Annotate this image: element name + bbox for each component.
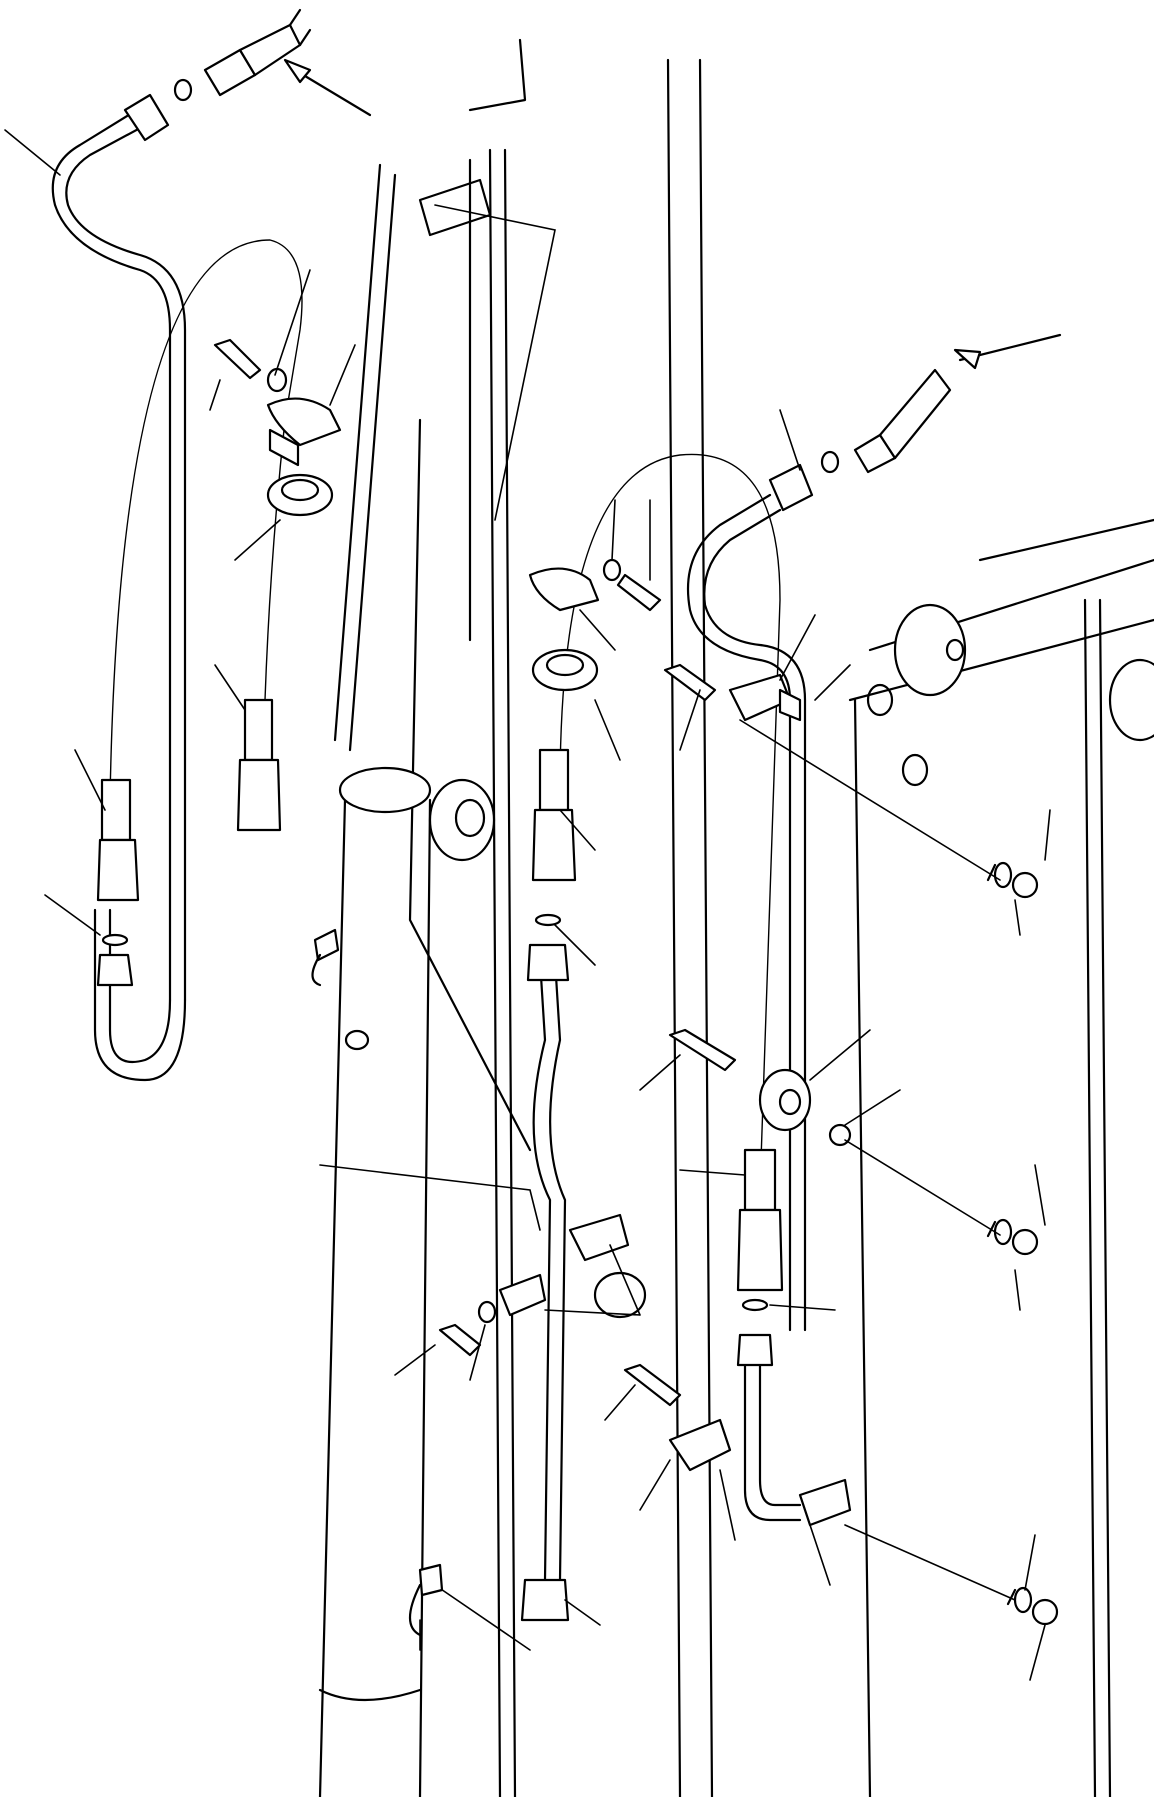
tube-nut-bottom-left — [96, 953, 134, 987]
o-ring-right — [741, 1298, 769, 1312]
clamp-right-3 — [668, 1418, 732, 1472]
plate-right — [798, 1478, 852, 1527]
clamp-center-1 — [528, 567, 600, 612]
tube-upper-left — [51, 8, 372, 1082]
tube-nut-top-right — [768, 463, 814, 512]
o-ring-top-right — [820, 450, 840, 474]
o-ring-top-left — [173, 78, 193, 102]
hose-left — [96, 239, 303, 902]
bolt-right-1 — [663, 663, 717, 702]
o-ring-left — [101, 933, 129, 947]
bolt-center-2 — [438, 1323, 482, 1357]
nut-set-3 — [1031, 1598, 1059, 1626]
nut-set-1 — [1011, 871, 1039, 899]
hose-right — [736, 1148, 784, 1292]
washer-center-2 — [477, 1300, 497, 1324]
washer-set-1 — [993, 861, 1013, 889]
hose-fitting-left-2 — [236, 758, 282, 832]
clamp-set-left — [213, 338, 342, 517]
cylinder-pin-boss — [338, 766, 432, 814]
o-ring-center — [534, 913, 562, 927]
nut-set-2 — [1011, 1228, 1039, 1256]
bolt-center-1 — [616, 573, 662, 612]
clamp-center-2 — [498, 1273, 547, 1317]
clamp-sets-right — [438, 663, 852, 1527]
tube-nut-center-bottom — [520, 1578, 570, 1622]
bolt-right-3 — [623, 1363, 682, 1407]
hose-fitting-right — [736, 1208, 784, 1292]
tube-nut-bottom-right — [736, 1333, 774, 1367]
tube-center — [520, 913, 570, 1622]
tube-nut-center-top — [526, 943, 570, 982]
nut-washer-sets — [986, 861, 1059, 1626]
hose-fitting-left — [96, 838, 140, 902]
arrow-head-top-left — [283, 58, 312, 84]
arrow-head-top-right — [953, 348, 982, 370]
washer-set-3 — [1013, 1586, 1033, 1614]
washer-left-1 — [266, 367, 288, 393]
arm-boss-2 — [1108, 658, 1154, 742]
tube-right — [686, 333, 1062, 1522]
clamp-left-1 — [266, 397, 342, 447]
bolt-right-2 — [668, 1028, 737, 1072]
clamp-center-3 — [568, 1213, 630, 1262]
washer-set-2 — [993, 1218, 1013, 1246]
reference-leader-lines — [4, 129, 1051, 1681]
bolt-left-1 — [213, 338, 262, 380]
arm-boss-1 — [893, 603, 967, 697]
tube-nut-top-left — [123, 93, 170, 142]
boom-structure — [318, 38, 1154, 1797]
washer-center-1 — [602, 558, 622, 582]
cylinder-grease-fittings — [311, 928, 444, 1637]
hose-center — [528, 453, 781, 1191]
